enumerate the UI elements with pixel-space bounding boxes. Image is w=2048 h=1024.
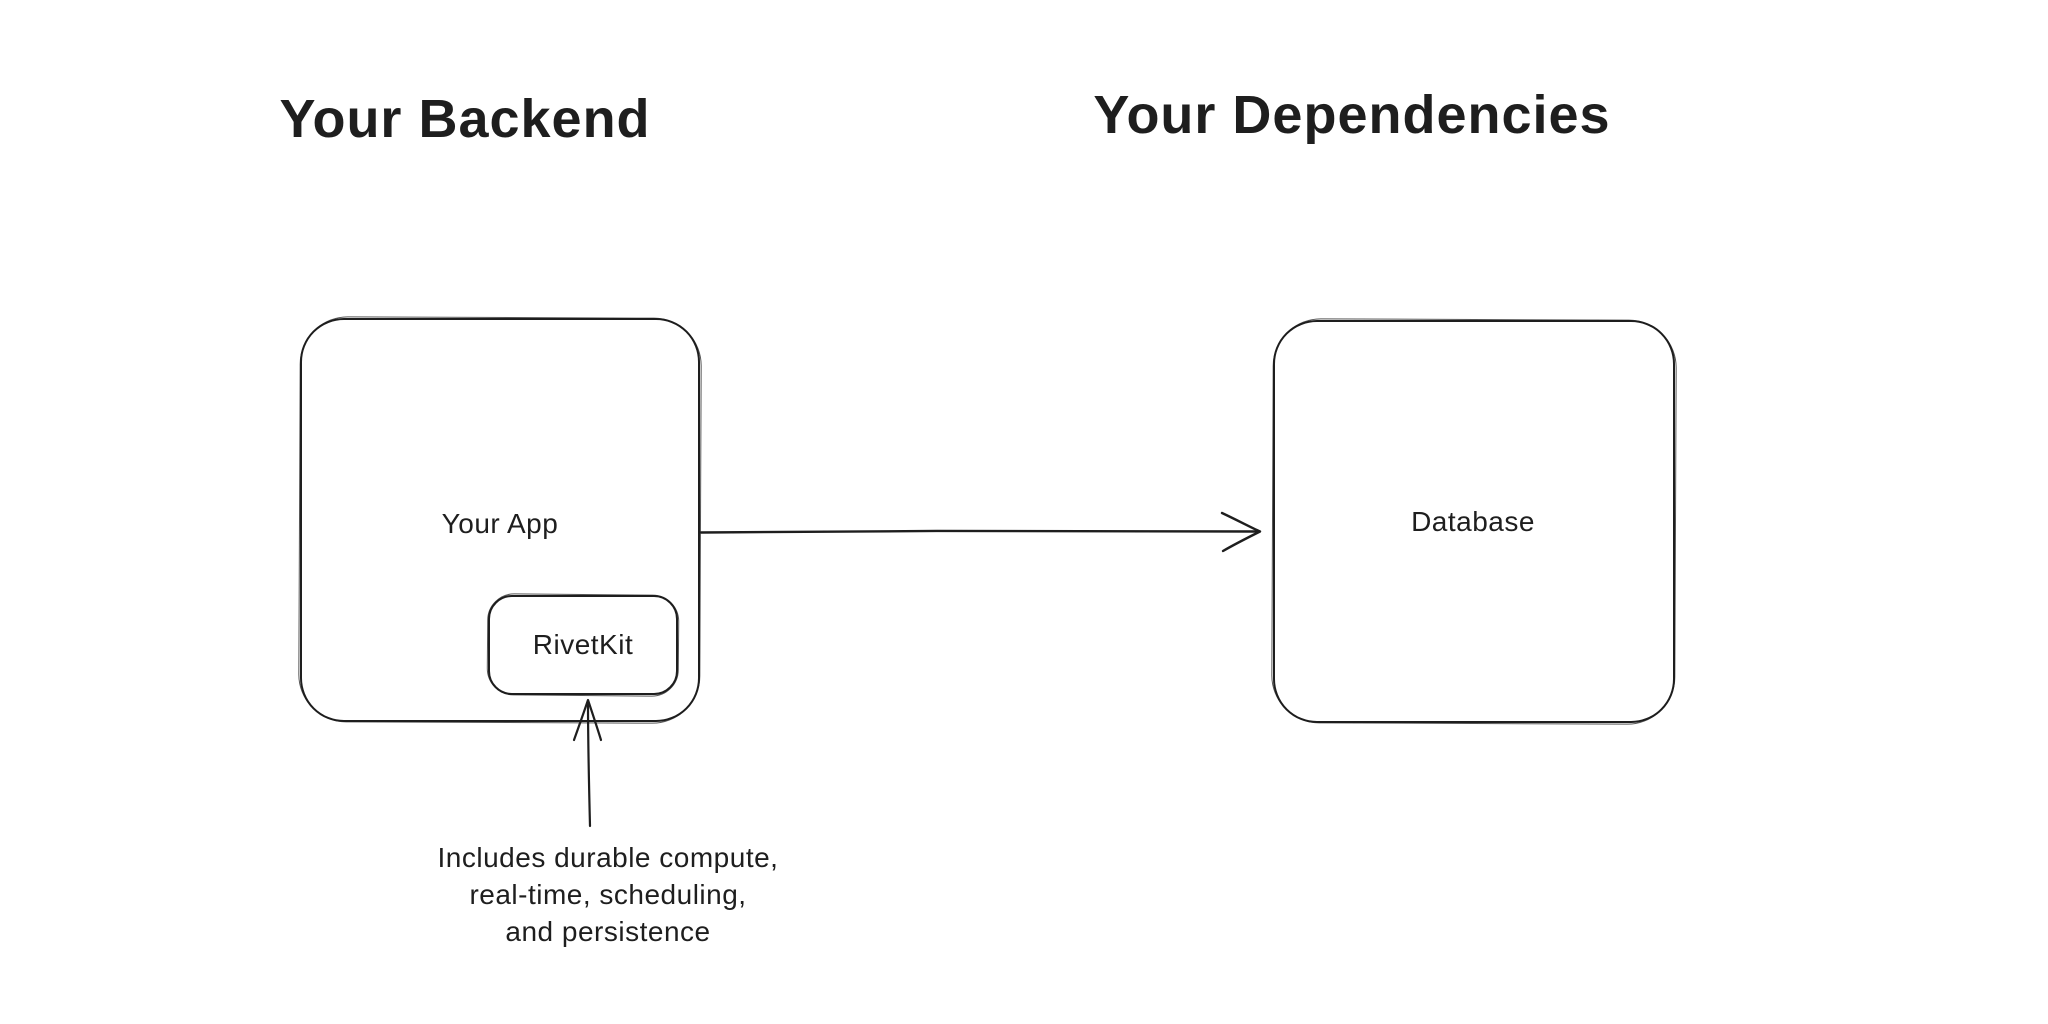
annotation-line: Includes durable compute, <box>437 842 779 873</box>
your-app-box <box>300 318 700 722</box>
database-box <box>1273 320 1675 723</box>
annotation-line: real-time, scheduling, <box>469 879 747 910</box>
annotation-line: and persistence <box>505 916 711 947</box>
right-arrowhead-icon <box>1220 511 1262 553</box>
rivetkit-annotation: Includes durable compute, real-time, sch… <box>438 839 779 950</box>
rivetkit-box: RivetKit <box>488 595 678 695</box>
app-to-database-arrow <box>699 511 1262 553</box>
left-section-title: Your Backend <box>279 89 651 149</box>
your-app-label: Your App <box>441 508 559 539</box>
rivetkit-label: RivetKit <box>532 629 634 660</box>
right-section-title: Your Dependencies <box>1093 85 1611 145</box>
database-label: Database <box>1411 506 1535 537</box>
